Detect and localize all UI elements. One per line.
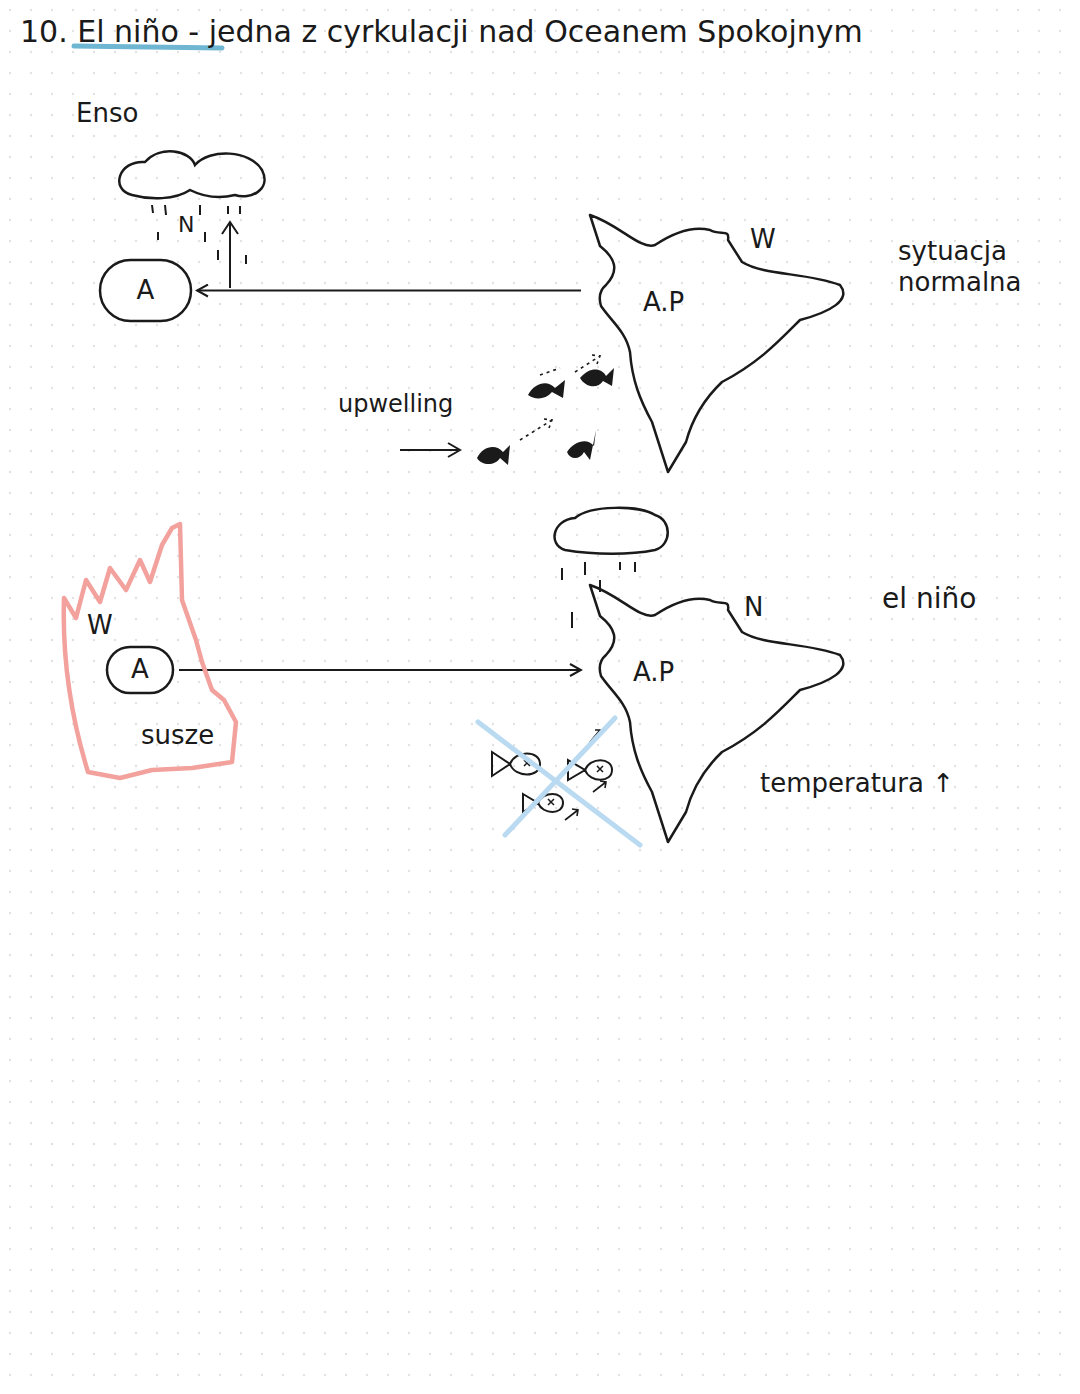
node-text: A.P — [643, 288, 684, 318]
pressure-letter: N — [178, 212, 194, 238]
cross-out — [478, 718, 640, 845]
continent-shape-outline — [585, 580, 850, 845]
node-text: A.P — [633, 658, 674, 688]
drought-region: Wsusze A — [55, 515, 245, 785]
circulation-arrow — [179, 669, 581, 671]
phase-label: el niño — [882, 582, 976, 616]
circulation-arrow — [197, 290, 581, 292]
country-circle: A — [98, 258, 193, 323]
rain — [562, 562, 635, 628]
node-text: W — [87, 611, 113, 641]
node-text: A — [131, 655, 149, 685]
process-label: upwelling — [338, 390, 453, 419]
water-arrows — [520, 355, 600, 440]
note-label: temperatura ↑ — [760, 768, 954, 799]
pressure-letter: W — [750, 224, 776, 255]
continent-shape: A.P — [585, 580, 850, 845]
pressure-letter: N — [744, 592, 763, 623]
continent-shape-outline — [585, 210, 850, 475]
title: 10. El niño - jedna z cyrkulacji nad Oce… — [20, 14, 863, 50]
upwelling-arrow — [400, 443, 460, 457]
country-circle: A — [105, 645, 175, 695]
note-label: sytuacja normalna — [898, 236, 1048, 298]
rain-cloud — [555, 508, 668, 554]
fish — [477, 368, 614, 465]
continent-shape: A.P — [585, 210, 850, 475]
rising-air-arrow — [222, 222, 238, 288]
abbreviation-label: Enso — [76, 98, 138, 129]
node-text: susze — [141, 721, 214, 751]
rain-cloud — [119, 151, 264, 198]
node-text: A — [137, 276, 155, 306]
rain — [152, 205, 246, 264]
